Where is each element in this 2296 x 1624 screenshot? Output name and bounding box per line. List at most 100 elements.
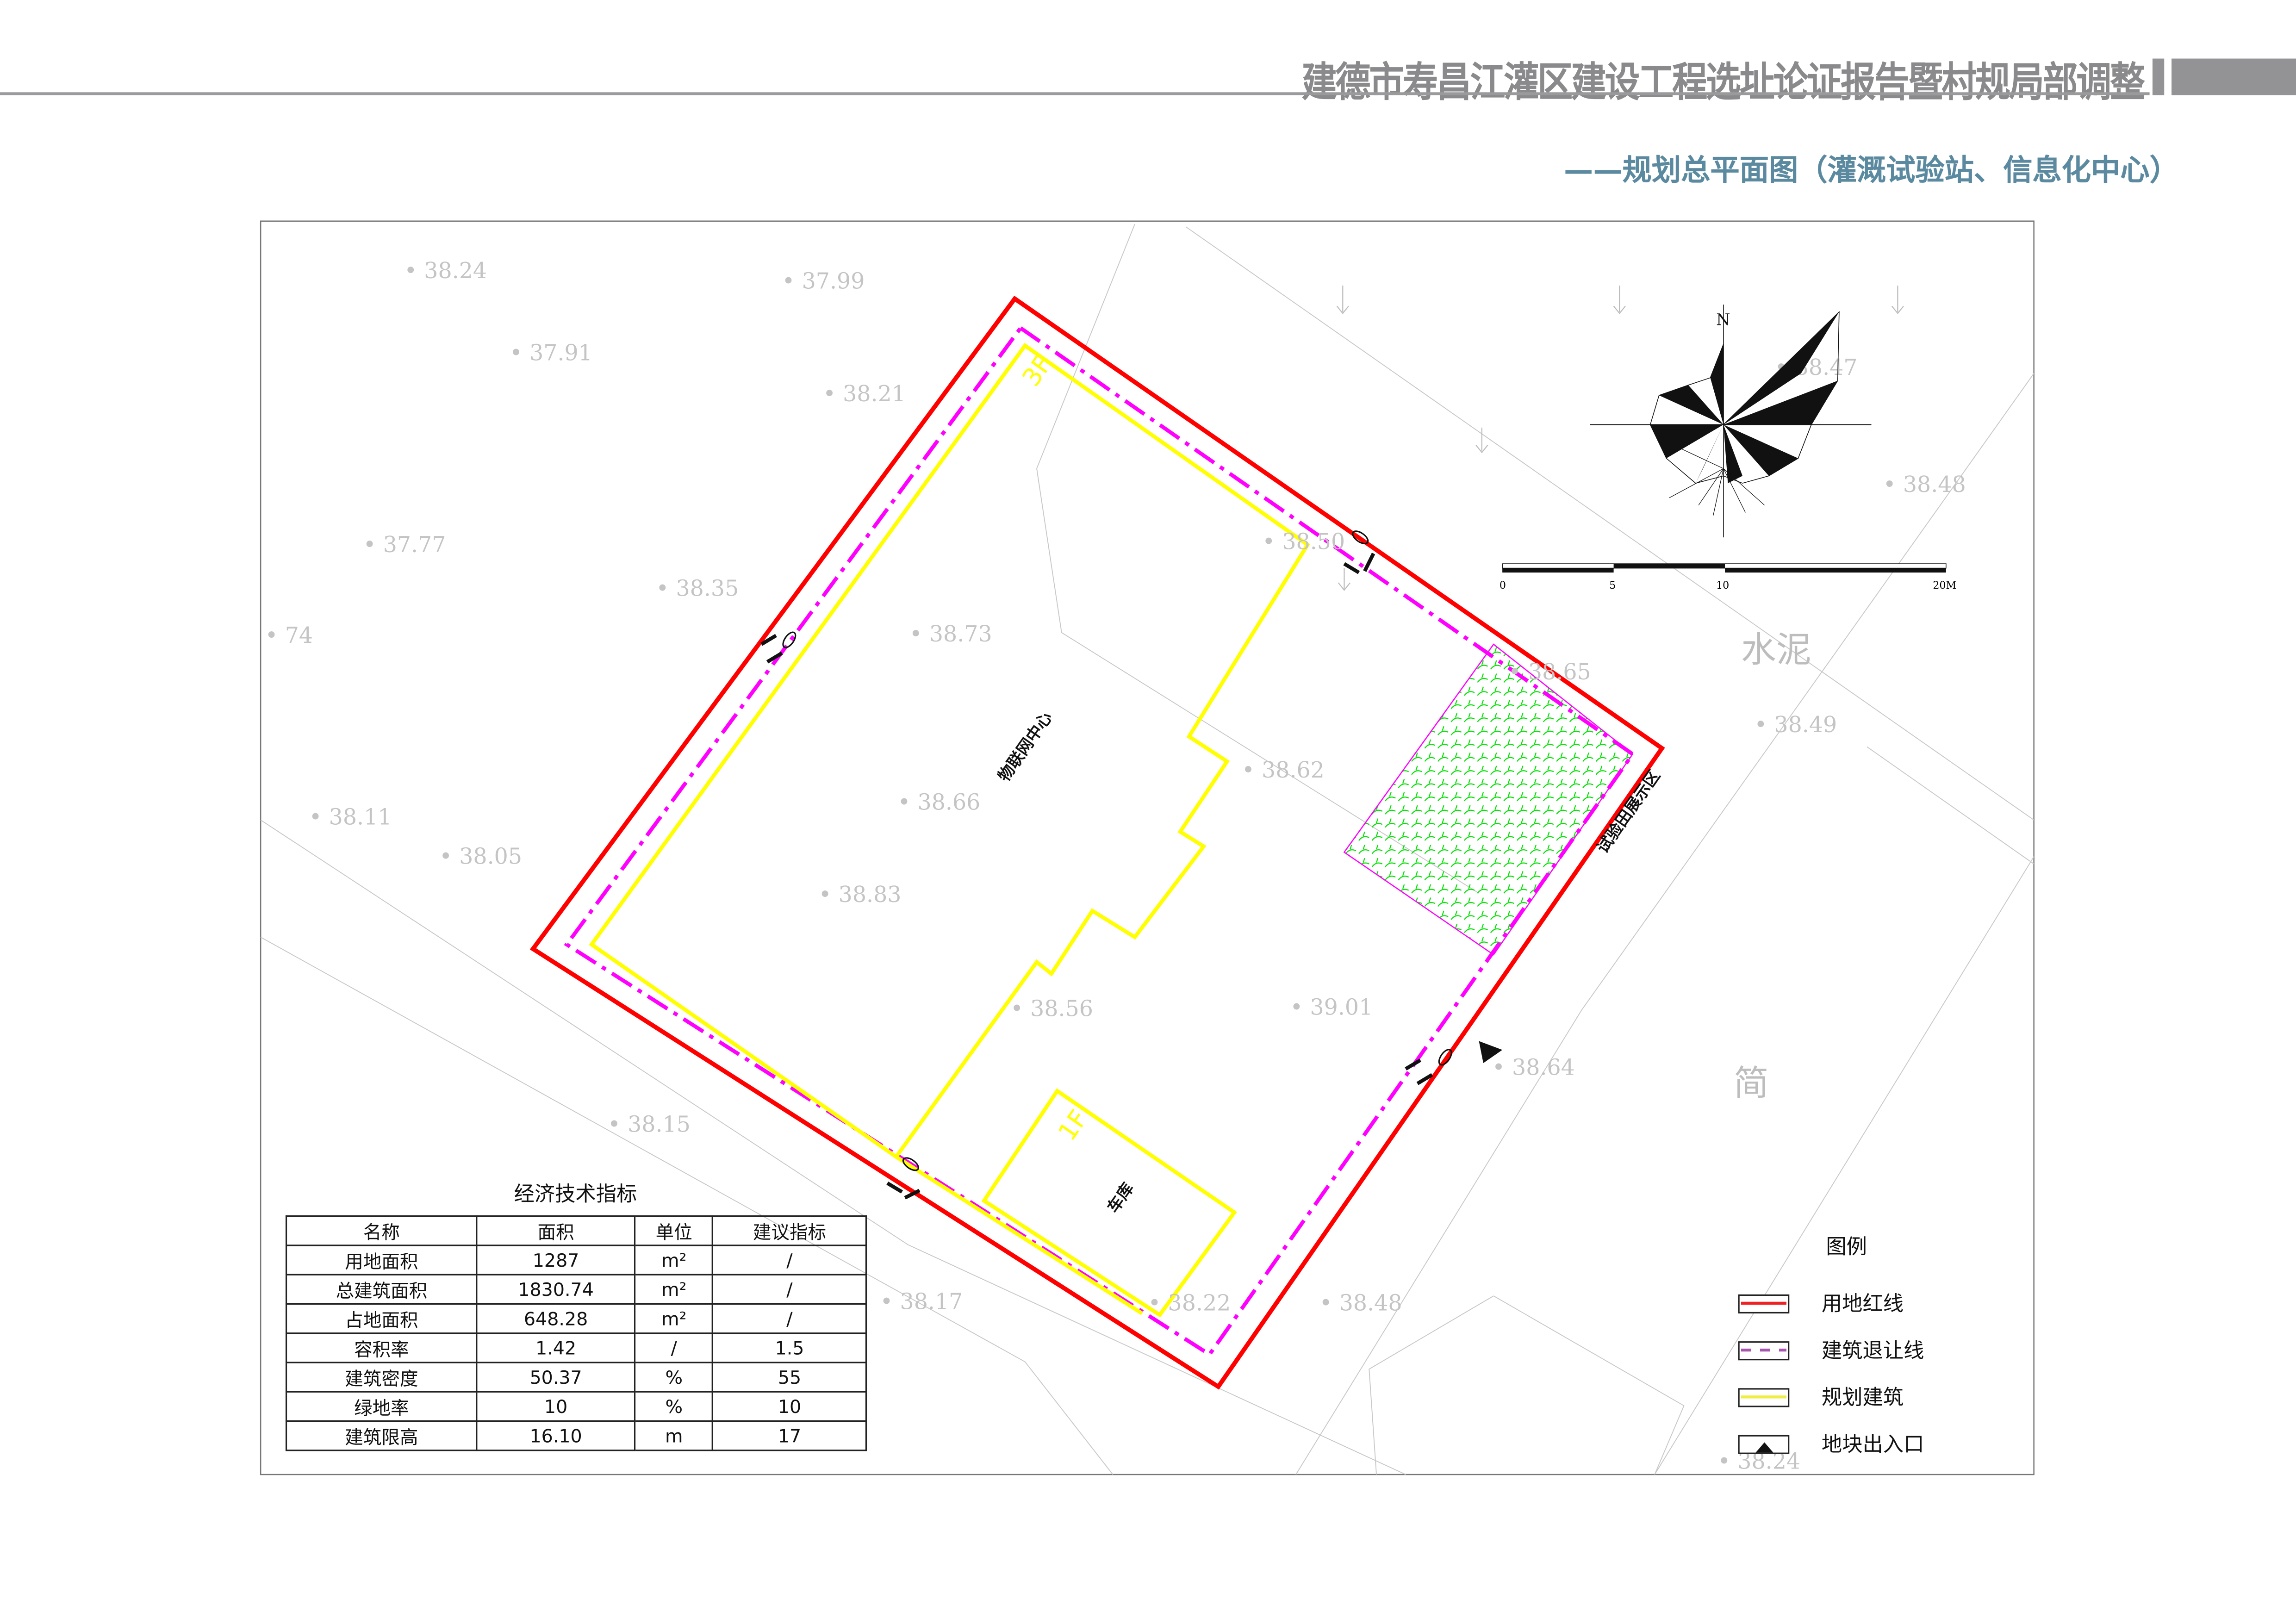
cell: 1287 [476,1244,636,1276]
header-block [2172,58,2296,95]
elevation-label: • 38.50 [1262,529,1345,554]
north-label: N [1716,311,1730,329]
elevation-label: • 38.15 [608,1112,691,1138]
cell: 16.10 [476,1420,636,1451]
header-rule [0,92,2150,95]
column-header: 名称 [285,1215,478,1246]
building-setback-line [564,325,1636,1357]
column-header: 单位 [634,1215,714,1246]
elevation-label: • 39.01 [1290,995,1373,1020]
elevation-label: • 38.83 [819,882,902,908]
cell: 占地面积 [285,1303,478,1334]
cell: 1.5 [712,1332,867,1363]
cell: 容积率 [285,1332,478,1363]
legend-label: 地块出入口 [1821,1433,1924,1457]
elevation-label: • 38.66 [897,790,980,815]
cell: / [712,1274,867,1305]
table-header-row: 名称 面积 单位 建议指标 [285,1215,867,1246]
legend-title: 图例 [1826,1236,1867,1259]
cell: 10 [476,1391,636,1422]
legend-item-entrance: 地块出入口 [1738,1429,1924,1458]
elevation-points: • 38.24 • 37.99 • 37.91 • 38.21 • 37.77 … [265,258,1966,1474]
yellow-solid-line-icon [1738,1387,1790,1406]
elevation-label: • 38.17 [880,1289,963,1315]
cell: 绿地率 [285,1391,478,1422]
legend-item-planned-building: 规划建筑 [1738,1382,1904,1412]
building-name-garage: 车库 [1104,1180,1138,1217]
purple-dashed-line-icon [1738,1340,1790,1360]
elevation-label: • 37.99 [782,268,865,294]
elevation-label: • 38.65 [1508,660,1591,685]
cell: 建筑密度 [285,1362,478,1393]
road-label: 简 [1734,1063,1769,1104]
north-arrow-wind-rose-icon: N [1590,305,1872,538]
entrance-markers [760,530,1452,1200]
cell: 55 [712,1362,867,1393]
elevation-label: • 38.48 [1883,472,1966,498]
elevation-label: • 38.73 [909,622,992,647]
building-edge [895,1155,1144,1315]
legend-label: 规划建筑 [1821,1387,1904,1410]
elevation-label: • 37.91 [510,340,592,366]
cell: 648.28 [476,1303,636,1334]
scale-tick: 20M [1933,579,1956,591]
cell: / [712,1303,867,1334]
black-triangle-icon [1738,1434,1790,1454]
scale-tick: 5 [1609,579,1616,591]
cell: m² [634,1244,714,1276]
sheet-subtitle: ——规划总平面图（灌溉试验站、信息化中心） [1564,152,2179,187]
cell: / [712,1244,867,1276]
column-header: 建议指标 [712,1215,867,1246]
floors-label-iot: 3F [1016,350,1058,392]
legend-item-setback-line: 建筑退让线 [1738,1335,1924,1364]
elevation-label: • 38.62 [1242,758,1325,783]
cell: m² [634,1274,714,1305]
cell: % [634,1391,714,1422]
elevation-label: • 38.48 [1319,1291,1402,1316]
elevation-label: • 38.35 [656,576,739,602]
elevation-label: • 38.22 [1148,1291,1231,1316]
cell: 建筑限高 [285,1420,478,1451]
land-red-line [529,295,1665,1390]
drawing-frame [260,220,2035,1475]
elevation-label: • 38.56 [1010,996,1093,1022]
scale-tick: 10 [1716,579,1729,591]
cell: 用地面积 [285,1244,478,1276]
building-iot-center[interactable] [589,342,1310,1160]
elevation-label: • 38.24 [404,258,487,284]
legend-label: 用地红线 [1821,1293,1904,1317]
elevation-label: • 38.05 [439,844,522,870]
elevation-label: • 37.77 [363,532,446,558]
cell: m [634,1420,714,1451]
cell: 1.42 [476,1332,636,1363]
scale-bar: 0 5 10 20M [1500,563,1956,591]
red-solid-line-icon [1738,1294,1790,1313]
elevation-label: • 38.64 [1492,1055,1575,1080]
legend-label: 建筑退让线 [1821,1339,1924,1363]
sheet-title: 建德市寿昌江灌区建设工程选址论证报告暨村规局部调整 [1301,59,2145,106]
building-name-iot: 物联网中心 [995,709,1056,785]
scale-tick: 0 [1500,579,1506,591]
header-bar [2152,58,2165,95]
column-header: 面积 [476,1215,636,1246]
cell: 总建筑面积 [285,1274,478,1305]
elevation-label: • 74 [265,623,313,648]
legend-item-red-line: 用地红线 [1738,1288,1904,1318]
elevation-label: • 38.21 [823,381,906,407]
road-label: 水泥 [1741,629,1811,670]
cell: 1830.74 [476,1274,636,1305]
slope-arrows [1336,285,1904,591]
cell: / [634,1332,714,1363]
green-display-area [1343,643,1634,956]
building-garage[interactable] [981,1088,1237,1318]
